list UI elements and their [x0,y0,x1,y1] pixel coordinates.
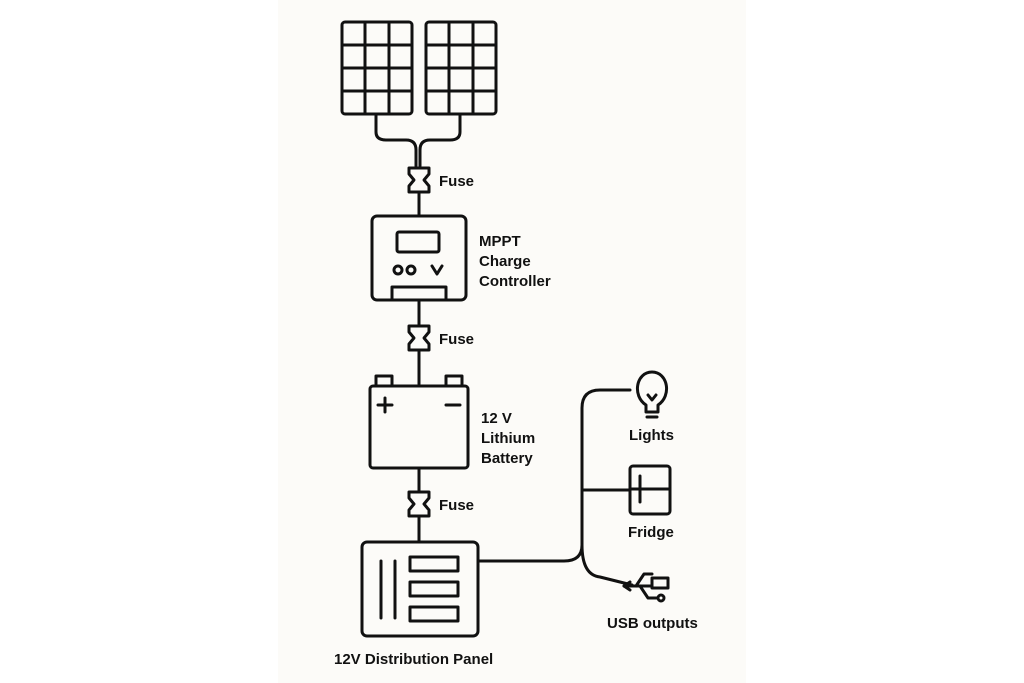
battery-label-line: Battery [481,450,533,467]
fuse-label: Fuse [439,331,474,348]
fuse-icon [407,166,431,194]
distribution-panel-icon [360,540,480,638]
usb-icon [622,572,670,603]
fuse-icon [407,490,431,518]
controller-label-line: Controller [479,273,551,290]
panel-wiring [374,112,462,168]
load-bus-wiring [476,388,634,587]
controller-label-line: MPPT [479,233,521,250]
battery-label-line: 12 V [481,410,512,427]
diagram-background [278,0,746,683]
fuse-icon [407,324,431,352]
fridge-icon [628,464,672,516]
fridge-label: Fridge [628,524,674,541]
lights-label: Lights [629,427,674,444]
light-bulb-icon [636,370,668,419]
distribution-panel-label: 12V Distribution Panel [334,651,493,668]
controller-label-line: Charge [479,253,531,270]
usb-outputs-label: USB outputs [607,615,698,632]
fuse-label: Fuse [439,497,474,514]
fuse-label: Fuse [439,173,474,190]
battery-label-line: Lithium [481,430,535,447]
